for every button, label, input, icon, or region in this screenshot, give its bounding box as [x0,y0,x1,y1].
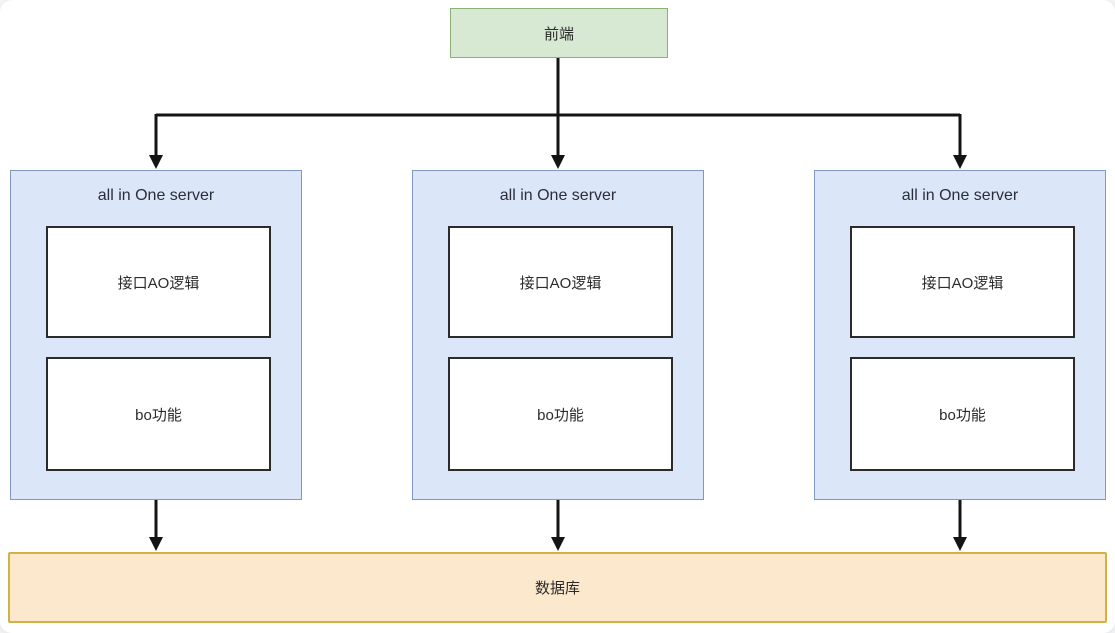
arrowhead-db-middle [551,537,565,551]
module-bo-function[interactable]: bo功能 [46,357,271,471]
server-title: all in One server [499,187,617,204]
module-label: 接口AO逻辑 [117,274,200,292]
module-label: 接口AO逻辑 [921,274,1004,292]
module-label: bo功能 [939,406,986,424]
database-label: 数据库 [534,580,580,597]
frontend-node[interactable]: 前端 [450,8,668,58]
server-node-3[interactable]: all in One server 接口AO逻辑 bo功能 [814,170,1106,500]
module-label: bo功能 [135,406,182,424]
module-label: 接口AO逻辑 [519,274,602,292]
module-label: bo功能 [537,406,584,424]
arrowhead-middle-server [551,155,565,169]
arrowhead-right-server [953,155,967,169]
server-node-1[interactable]: all in One server 接口AO逻辑 bo功能 [10,170,302,500]
server-title: all in One server [97,187,215,204]
server-node-2[interactable]: all in One server 接口AO逻辑 bo功能 [412,170,704,500]
server-title: all in One server [901,187,1019,204]
module-ao-logic[interactable]: 接口AO逻辑 [850,226,1075,338]
arrowhead-db-left [149,537,163,551]
arrowhead-db-right [953,537,967,551]
module-bo-function[interactable]: bo功能 [850,357,1075,471]
arrowhead-left-server [149,155,163,169]
module-ao-logic[interactable]: 接口AO逻辑 [46,226,271,338]
module-ao-logic[interactable]: 接口AO逻辑 [448,226,673,338]
frontend-label: 前端 [543,25,574,43]
database-node[interactable]: 数据库 [8,552,1107,623]
module-bo-function[interactable]: bo功能 [448,357,673,471]
